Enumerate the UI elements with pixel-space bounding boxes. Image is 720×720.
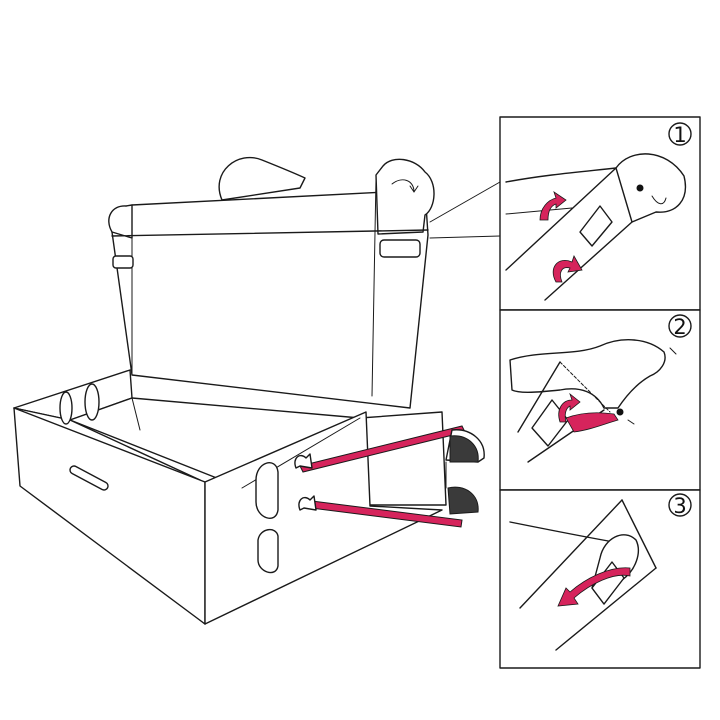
step-1-arrow-up (539, 191, 567, 221)
strap-pad-upper (449, 435, 479, 463)
step-1-tab (615, 153, 686, 223)
step-2-number: 2 (673, 315, 686, 339)
lid-slot-right (379, 239, 421, 258)
step-2-arrow (558, 392, 581, 423)
step-3-number: 3 (673, 494, 686, 518)
back-oval-2 (84, 383, 100, 421)
box-lid (108, 156, 435, 409)
back-oval-1 (59, 391, 73, 425)
strap-insert-arrow-upper (294, 453, 313, 469)
step-2-motion-lines (627, 347, 677, 425)
step-3-panel-edge-b (555, 567, 657, 651)
step-3-panel-edge-a (519, 499, 623, 609)
end-cutout-upper (255, 462, 279, 519)
step-2-hole (616, 408, 624, 416)
box-illustration (13, 156, 501, 625)
step-1-panel: 1 (499, 116, 701, 311)
callout-line-lower (429, 235, 501, 239)
step-3-panel: 3 (499, 489, 701, 669)
lid-slot-left (112, 255, 134, 269)
step-1-badge (668, 122, 692, 146)
step-2-hand (509, 339, 666, 409)
base-inner-edge (131, 397, 141, 431)
step-1-slot (579, 205, 613, 247)
base-right-inner-wall (359, 411, 447, 506)
step-1-panel-edge-a (505, 167, 617, 271)
step-2-perforation (559, 361, 611, 413)
step-1-number: 1 (673, 123, 686, 147)
step-2-strap (565, 412, 619, 433)
step-1-arrow-curl (552, 255, 583, 283)
step-1-panel-edge-b (544, 221, 633, 301)
strap-insert-arrow-lower (298, 495, 317, 511)
step-2-panel-edge-a (517, 361, 561, 433)
lid-flap-left (108, 204, 133, 239)
callout-line-upper (429, 181, 501, 223)
step-3-badge (668, 493, 692, 517)
step-3-arrow (557, 567, 631, 607)
step-2-panel: 2 (499, 309, 701, 491)
lid-crease-right (371, 177, 377, 397)
box-base (13, 369, 447, 625)
base-handle-slot (69, 465, 109, 491)
strap-assembly (294, 425, 485, 528)
lid-hanger-tab (218, 156, 306, 201)
step-1-tab-hole (636, 184, 644, 192)
lid-flap-right (375, 158, 435, 235)
step-1-tab-curl (651, 195, 667, 205)
end-cutout-lower (257, 529, 279, 574)
step-3-panel-edge-c (621, 499, 657, 569)
lid-curl-arrow (391, 179, 419, 193)
step-2-badge (668, 314, 692, 338)
strap-pad-lower (447, 486, 479, 515)
step-1-rear-fold (505, 207, 573, 215)
